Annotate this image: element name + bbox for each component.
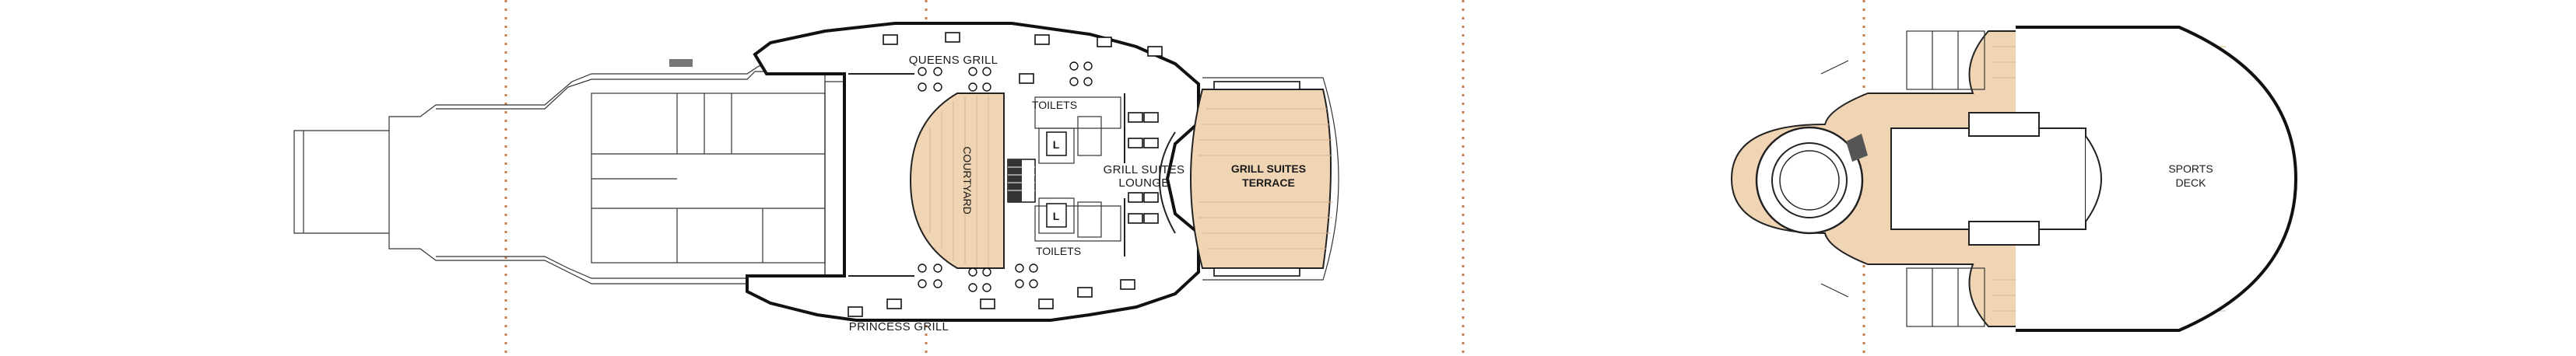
stairs-icon [1007, 159, 1036, 203]
grill-suites-terrace-label-2: TERRACE [1242, 176, 1295, 189]
queens-grill-tables [883, 32, 1163, 92]
toilets-bottom-label: TOILETS [1036, 245, 1081, 257]
grill-suites-terrace [1190, 89, 1332, 269]
sports-deck-label-2: DECK [2176, 176, 2207, 189]
forward-deck-structure [293, 59, 849, 292]
sports-deck-central-block [1890, 112, 2102, 246]
courtyard-area [909, 92, 1005, 269]
lift-icon: L [1046, 131, 1067, 156]
lounge-chair-icon [1128, 112, 1159, 224]
terrace-loungers [1213, 81, 1300, 277]
lift-label-2: L [1053, 210, 1060, 222]
sports-deck-sides [1820, 30, 1985, 327]
sports-deck-label-1: SPORTS [2168, 162, 2213, 175]
lift-icon: L [1046, 203, 1067, 228]
courtyard-planks [929, 95, 989, 267]
lift-label-1: L [1053, 138, 1060, 151]
courtyard-label: COURTYARD [961, 146, 974, 214]
terrace-planks [1199, 108, 1333, 250]
grill-suites-lounge-label-1: GRILL SUITES [1104, 163, 1185, 176]
queens-grill-label: QUEENS GRILL [909, 54, 998, 67]
grill-suites-lounge-label-2: LOUNGE [1118, 176, 1169, 190]
spiral-stairs-icon [1755, 126, 1868, 235]
toilets-top-label: TOILETS [1032, 99, 1077, 111]
grill-suites-terrace-label-1: GRILL SUITES [1231, 162, 1306, 175]
princess-grill-tables [848, 264, 1135, 317]
frame-dividers [504, 0, 1865, 356]
grill-interior-walls [848, 73, 1176, 277]
princess-grill-label: PRINCESS GRILL [849, 320, 949, 333]
